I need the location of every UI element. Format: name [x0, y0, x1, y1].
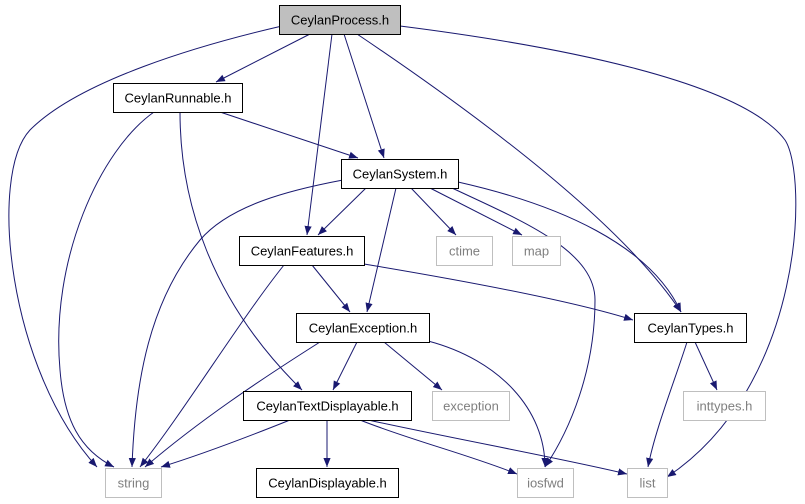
node-inttypes: inttypes.h — [683, 391, 766, 421]
edge-ceylan-features-to-ceylan-types — [363, 263, 634, 321]
edge-ceylan-features-to-string — [139, 264, 285, 468]
node-ceylan-features[interactable]: CeylanFeatures.h — [239, 236, 365, 266]
node-label: CeylanRunnable.h — [125, 91, 232, 106]
node-box — [239, 236, 365, 266]
node-box — [634, 313, 747, 343]
node-exception: exception — [432, 391, 510, 421]
node-ceylan-process[interactable]: CeylanProcess.h — [279, 5, 401, 35]
node-ceylan-system[interactable]: CeylanSystem.h — [341, 159, 459, 189]
node-box — [105, 468, 162, 498]
node-box — [113, 83, 243, 113]
node-string: string — [105, 468, 162, 498]
node-iosfwd: iosfwd — [517, 468, 574, 498]
node-label: exception — [443, 399, 499, 414]
edge-ceylan-text-displayable-to-iosfwd — [359, 419, 518, 475]
node-label: inttypes.h — [697, 399, 753, 414]
node-box — [432, 391, 510, 421]
edge-ceylan-process-to-ceylan-features — [304, 33, 333, 236]
edge-ceylan-text-displayable-to-string — [160, 419, 291, 468]
nodes-layer: CeylanProcess.hCeylanRunnable.hCeylanSys… — [105, 5, 766, 498]
node-label: CeylanSystem.h — [353, 167, 448, 182]
node-label: CeylanFeatures.h — [251, 244, 354, 259]
node-box — [683, 391, 766, 421]
edge-ceylan-system-to-ceylan-features — [317, 187, 367, 236]
node-label: map — [524, 244, 549, 259]
node-label: CeylanException.h — [309, 321, 417, 336]
node-label: CeylanTypes.h — [648, 321, 734, 336]
edge-ceylan-runnable-to-string — [58, 111, 155, 468]
edge-ceylan-process-to-string — [8, 25, 283, 468]
node-ceylan-types[interactable]: CeylanTypes.h — [634, 313, 747, 343]
node-map: map — [512, 236, 561, 266]
node-ceylan-displayable[interactable]: CeylanDisplayable.h — [256, 468, 399, 498]
node-label: ctime — [449, 244, 480, 259]
edge-ceylan-system-to-string — [128, 179, 344, 468]
node-label: CeylanTextDisplayable.h — [256, 399, 398, 414]
edge-ceylan-process-to-list — [399, 25, 797, 478]
node-box — [296, 313, 430, 343]
edge-ceylan-types-to-inttypes — [694, 341, 718, 391]
node-ceylan-text-displayable[interactable]: CeylanTextDisplayable.h — [243, 391, 412, 421]
edge-ceylan-types-to-list — [646, 341, 688, 468]
node-ceylan-runnable[interactable]: CeylanRunnable.h — [113, 83, 243, 113]
edge-ceylan-system-to-map — [429, 187, 523, 236]
edge-ceylan-process-to-ceylan-types — [356, 33, 682, 313]
edge-ceylan-system-to-ceylan-exception — [365, 187, 397, 313]
node-ceylan-exception[interactable]: CeylanException.h — [296, 313, 430, 343]
node-label: list — [640, 476, 656, 491]
node-list: list — [627, 468, 668, 498]
node-box — [243, 391, 412, 421]
edge-ceylan-text-displayable-to-list — [367, 419, 628, 476]
node-box — [341, 159, 459, 189]
edge-ceylan-process-to-ceylan-runnable — [215, 33, 311, 83]
node-label: CeylanProcess.h — [291, 13, 389, 28]
edge-ceylan-exception-to-exception — [383, 341, 443, 391]
node-box — [627, 468, 668, 498]
edge-ceylan-exception-to-ceylan-text-displayable — [332, 341, 358, 391]
edge-ceylan-process-to-ceylan-system — [343, 33, 385, 159]
edge-ceylan-runnable-to-ceylan-text-displayable — [179, 111, 303, 391]
edges-layer — [8, 25, 797, 478]
edge-ceylan-exception-to-iosfwd — [427, 340, 549, 468]
node-label: CeylanDisplayable.h — [268, 476, 387, 491]
node-box — [279, 5, 401, 35]
edge-ceylan-system-to-ctime — [410, 187, 457, 236]
node-box — [512, 236, 561, 266]
node-box — [256, 468, 399, 498]
node-box — [436, 236, 493, 266]
edge-ceylan-system-to-iosfwd — [451, 187, 596, 468]
node-label: string — [118, 476, 150, 491]
node-box — [517, 468, 574, 498]
edge-ceylan-runnable-to-ceylan-system — [219, 111, 359, 159]
edge-ceylan-system-to-ceylan-types — [457, 181, 682, 313]
edge-ceylan-features-to-ceylan-exception — [311, 264, 351, 313]
node-label: iosfwd — [527, 476, 564, 491]
node-ctime: ctime — [436, 236, 493, 266]
edge-ceylan-exception-to-string — [144, 341, 321, 468]
